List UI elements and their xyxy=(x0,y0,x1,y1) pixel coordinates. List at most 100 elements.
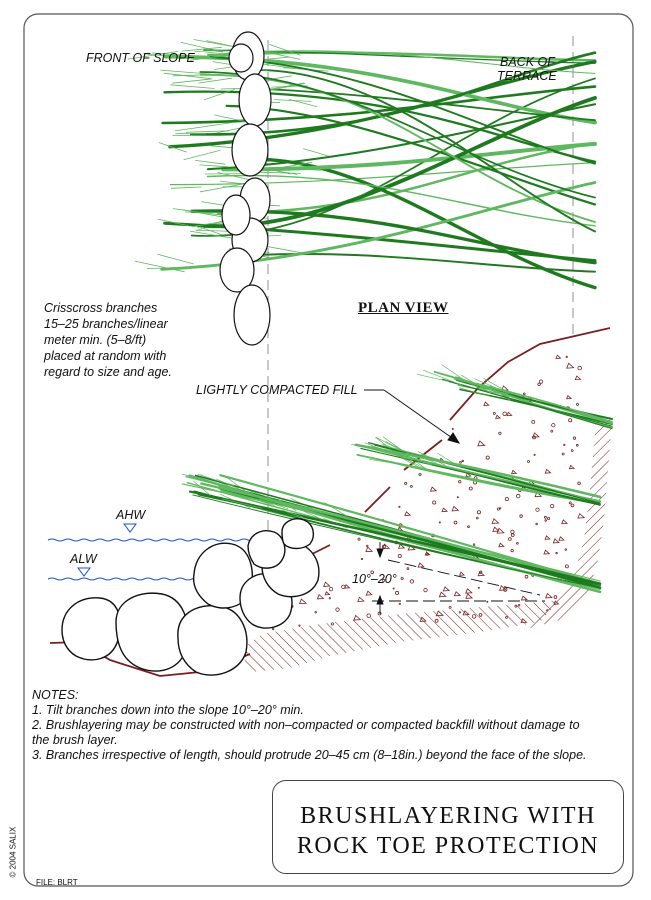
plan-twig xyxy=(199,182,252,193)
fill-grain xyxy=(458,611,461,614)
note-2: 2. Brushlayering may be constructed with… xyxy=(32,718,580,747)
plan-twig xyxy=(174,122,234,132)
fill-grain xyxy=(370,570,375,575)
plan-stone xyxy=(228,43,254,73)
fill-stone xyxy=(365,546,374,553)
section-twig xyxy=(385,441,419,459)
plan-twig xyxy=(157,218,189,227)
plan-stone xyxy=(231,123,269,177)
fill-grain xyxy=(478,613,483,617)
fill-stone xyxy=(438,591,447,598)
native-soil-bottom xyxy=(240,600,560,672)
fill-stone xyxy=(506,411,513,417)
plan-twig xyxy=(198,77,232,84)
section-twig xyxy=(222,498,263,509)
plan-twig xyxy=(272,167,321,171)
fill-grain xyxy=(505,616,508,619)
fill-stone xyxy=(577,512,586,519)
title-line-2: ROCK TOE PROTECTION xyxy=(296,833,600,859)
fill-grain xyxy=(498,431,502,435)
fill-grain xyxy=(328,597,331,600)
angle-dimension xyxy=(372,542,545,614)
fill-grain xyxy=(568,418,573,423)
fill-grain xyxy=(432,500,437,505)
sheet-border xyxy=(23,13,634,887)
fill-grain xyxy=(423,587,428,593)
ahw-waterline xyxy=(47,538,257,542)
fill-stone xyxy=(441,507,449,513)
fill-grain xyxy=(565,355,568,358)
plan-twig xyxy=(195,160,226,165)
toe-rocks xyxy=(61,518,320,676)
plan-stone xyxy=(233,284,271,346)
fill-grain xyxy=(531,419,536,424)
plan-twig xyxy=(303,148,330,157)
fill-grain xyxy=(516,541,519,545)
fill-grain xyxy=(496,507,500,511)
notes-heading: NOTES: xyxy=(32,688,79,702)
alw-label: ALW xyxy=(70,552,97,566)
section-twig xyxy=(193,481,213,497)
title-line-1: BRUSHLAYERING WITH xyxy=(300,803,596,829)
fill-stone xyxy=(520,618,528,624)
section-twig xyxy=(282,509,304,518)
fill-stone xyxy=(498,542,505,548)
fill-grain xyxy=(555,551,558,555)
plan-twig xyxy=(157,253,194,265)
crisscross-note-4: placed at random with xyxy=(44,349,167,363)
fill-stone xyxy=(477,440,486,447)
plan-twig xyxy=(189,54,233,61)
fill-grain xyxy=(544,515,547,519)
fill-stone xyxy=(465,472,472,477)
plan-twig xyxy=(163,72,211,80)
fill-grain xyxy=(357,537,361,541)
fill-stone xyxy=(419,616,427,622)
plan-twig xyxy=(183,149,221,161)
plan-branch xyxy=(206,174,596,227)
file-label: FILE: BLRT xyxy=(36,878,78,887)
plan-branch xyxy=(206,103,597,171)
fill-stone xyxy=(574,375,582,381)
plan-branch xyxy=(189,51,597,136)
fill-grain xyxy=(477,586,480,589)
rock xyxy=(177,605,248,676)
plan-twig xyxy=(146,266,206,269)
fill-grain xyxy=(524,574,529,579)
fill-grain xyxy=(577,365,582,371)
fill-grain xyxy=(458,480,462,484)
plan-stone xyxy=(221,194,251,236)
fill-grain xyxy=(527,460,530,463)
copyright-text: © 2004 SALIX xyxy=(8,826,18,878)
fill-grain xyxy=(410,485,413,488)
back-of-terrace-label-2: TERRACE xyxy=(497,69,557,83)
fill-stone xyxy=(429,486,438,492)
plan-branch xyxy=(161,85,597,125)
slope-face xyxy=(299,327,611,561)
fill-stone xyxy=(532,432,540,438)
section-twig xyxy=(269,502,304,510)
fill-stone xyxy=(492,526,500,532)
fill-grain xyxy=(519,514,523,518)
ahw-marker xyxy=(123,523,137,533)
front-of-slope-label: FRONT OF SLOPE xyxy=(86,51,195,65)
plan-twig xyxy=(160,69,211,75)
fill-grain xyxy=(564,548,568,551)
ahw-label: AHW xyxy=(116,508,146,522)
fill-grain xyxy=(366,544,369,548)
plan-twig xyxy=(181,46,222,52)
plan-branch xyxy=(207,51,597,62)
plan-branch xyxy=(209,56,596,165)
fill-grain xyxy=(314,611,317,614)
fill-grain xyxy=(577,481,581,485)
fill-grain xyxy=(485,455,490,460)
plan-stone xyxy=(238,73,272,127)
crisscross-note-3: meter min. (5–8/ft) xyxy=(44,333,147,347)
plan-twig xyxy=(185,130,230,133)
fill-grain xyxy=(514,604,518,608)
rock xyxy=(281,518,315,550)
fill-grain xyxy=(537,382,541,386)
fill-grain xyxy=(395,590,400,595)
plan-twig xyxy=(127,51,179,60)
alw-marker xyxy=(77,567,91,577)
plan-twig xyxy=(143,53,179,58)
